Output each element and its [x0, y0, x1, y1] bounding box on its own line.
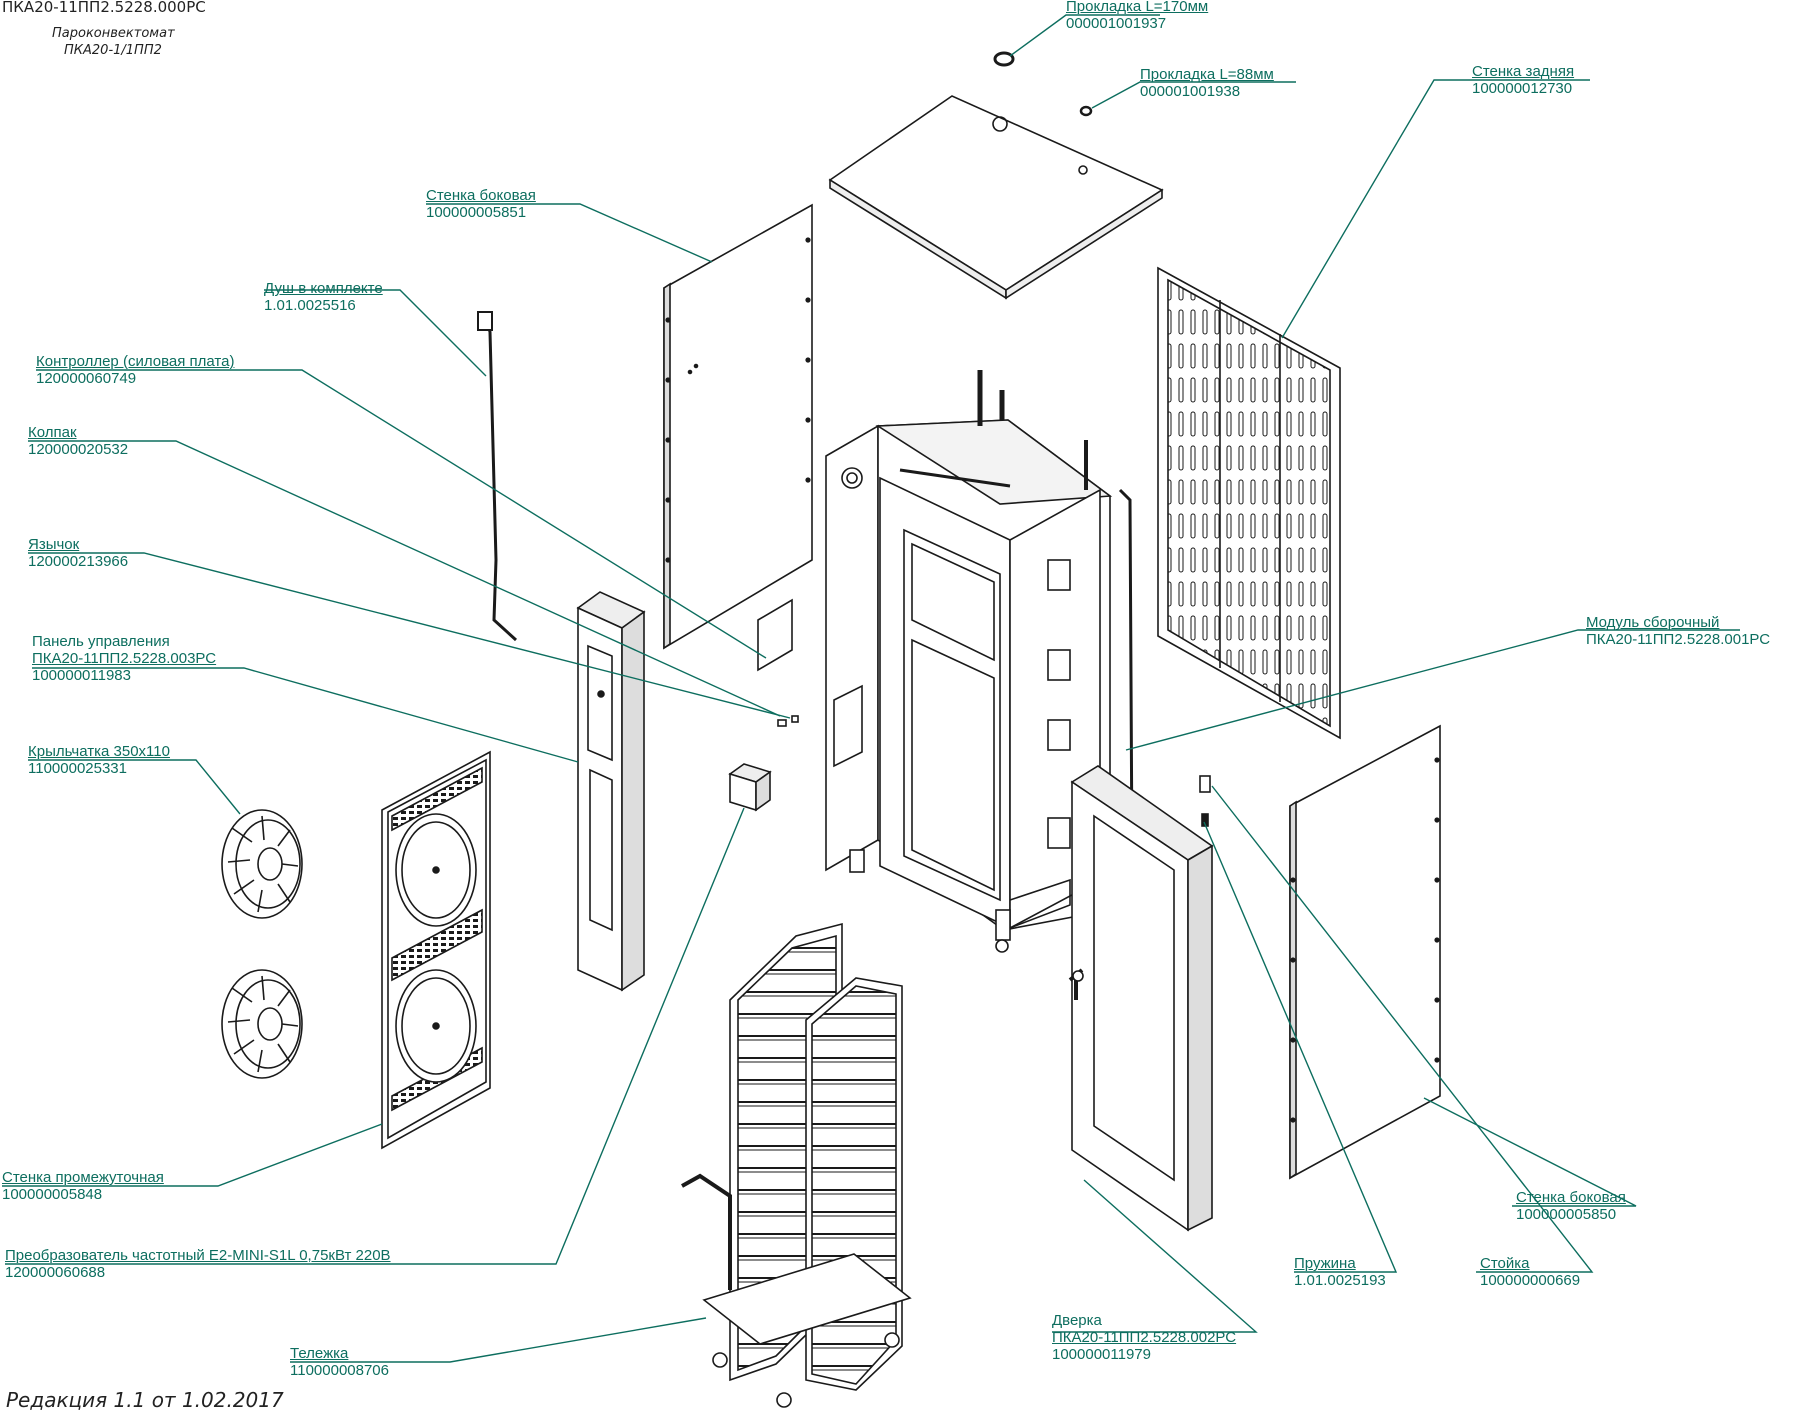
label-cap: Колпак 120000020532 — [28, 424, 128, 458]
side-wall-left-part — [663, 203, 813, 672]
label-tongue-name: Язычок — [28, 536, 80, 553]
label-control-panel-code: 100000011983 — [32, 667, 131, 684]
label-tongue: Язычок 120000213966 — [28, 536, 128, 570]
label-shower-code: 1.01.0025516 — [264, 297, 356, 314]
label-trolley: Тележка 110000008706 — [290, 1345, 389, 1379]
gasket-88-part — [1079, 105, 1093, 117]
label-side-wall-right: Стенка боковая 100000005850 — [1516, 1189, 1626, 1223]
label-intermediate-wall: Стенка промежуточная 100000005848 — [2, 1169, 164, 1203]
label-cap-code: 120000020532 — [28, 441, 129, 458]
revision-note: Редакция 1.1 от 1.02.2017 — [6, 1388, 284, 1412]
trolley-part — [681, 922, 912, 1408]
label-assembly-module-code: ПКА20-11ПП2.5228.001РС — [1586, 631, 1771, 648]
label-gasket-88-name: Прокладка L=88мм — [1140, 66, 1274, 83]
label-control-panel-name2: ПКА20-11ПП2.5228.003РС — [32, 650, 217, 667]
impeller-bottom-part — [221, 969, 303, 1079]
leader-trolley — [290, 1317, 707, 1363]
label-trolley-code: 110000008706 — [290, 1362, 389, 1379]
label-side-wall-right-name: Стенка боковая — [1516, 1189, 1626, 1206]
label-intermediate-wall-code: 100000005848 — [2, 1186, 103, 1203]
leader-assembly-module — [1125, 629, 1740, 751]
shower-part — [477, 311, 518, 642]
label-post: Стойка 100000000669 — [1480, 1255, 1580, 1289]
label-door-code: 100000011979 — [1052, 1346, 1151, 1363]
label-side-wall-left-name: Стенка боковая — [426, 187, 536, 204]
label-gasket-170-code: 000001001937 — [1066, 15, 1167, 32]
label-control-panel: Панель управления ПКА20-11ПП2.5228.003РС… — [32, 633, 216, 684]
label-gasket-170: Прокладка L=170мм 000001001937 — [1066, 0, 1208, 32]
label-tongue-code: 120000213966 — [28, 553, 129, 570]
leader-side-wall-right — [1423, 1097, 1637, 1207]
leader-side-wall-left — [426, 203, 713, 263]
label-controller: Контроллер (силовая плата) 120000060749 — [36, 353, 234, 387]
label-gasket-88: Прокладка L=88мм 000001001938 — [1140, 66, 1274, 100]
assembly-module-part — [825, 370, 1134, 953]
label-impeller-code: 110000025331 — [28, 760, 127, 777]
drawing-subtitle: Пароконвектомат — [52, 26, 175, 41]
label-post-code: 100000000669 — [1480, 1272, 1581, 1289]
post-part — [1199, 775, 1211, 793]
drawing-title: ПКА20-11ПП2.5228.000РС — [2, 0, 206, 16]
label-side-wall-left: Стенка боковая 100000005851 — [426, 187, 536, 221]
label-control-panel-name: Панель управления — [32, 633, 170, 650]
label-shower: Душ в комплекте 1.01.0025516 — [264, 280, 383, 314]
leader-door — [1052, 1179, 1258, 1333]
label-trolley-name: Тележка — [290, 1345, 349, 1362]
label-inverter-code: 120000060688 — [5, 1264, 106, 1281]
label-shower-name: Душ в комплекте — [264, 280, 383, 297]
label-rear-wall-name: Стенка задняя — [1472, 63, 1575, 80]
side-wall-right-part — [1289, 724, 1441, 1180]
label-spring-name: Пружина — [1294, 1255, 1356, 1272]
control-panel-part — [576, 591, 646, 992]
label-door-name: Дверка — [1052, 1312, 1102, 1329]
label-controller-code: 120000060749 — [36, 370, 137, 387]
leader-controller — [36, 369, 767, 659]
label-impeller: Крыльчатка 350х110 110000025331 — [28, 743, 170, 777]
drawing-model: ПКА20-1/1ПП2 — [64, 43, 162, 58]
gasket-170-part — [993, 51, 1015, 67]
leader-post — [1211, 785, 1594, 1273]
label-rear-wall-code: 100000012730 — [1472, 80, 1573, 97]
leader-impeller — [28, 759, 241, 815]
label-inverter: Преобразователь частотный E2-MINI-S1L 0,… — [5, 1247, 391, 1281]
impeller-top-part — [221, 809, 303, 919]
rear-wall-part — [1157, 266, 1341, 740]
leader-gasket170 — [1009, 14, 1160, 57]
leader-spring — [1203, 821, 1398, 1273]
leader-cap — [28, 440, 781, 717]
label-post-name: Стойка — [1480, 1255, 1530, 1272]
leader-rear-wall — [1281, 79, 1590, 339]
label-side-wall-right-code: 100000005850 — [1516, 1206, 1617, 1223]
leader-inverter — [5, 807, 745, 1265]
label-intermediate-wall-name: Стенка промежуточная — [2, 1169, 164, 1186]
label-rear-wall: Стенка задняя 100000012730 — [1472, 63, 1574, 97]
intermediate-wall-part — [381, 750, 491, 1150]
label-assembly-module: Модуль сборочный ПКА20-11ПП2.5228.001РС — [1586, 614, 1770, 648]
door-part — [1068, 765, 1214, 1232]
label-assembly-module-name: Модуль сборочный — [1586, 614, 1720, 631]
leader-gasket88 — [1091, 81, 1296, 109]
label-cap-name: Колпак — [28, 424, 77, 441]
label-gasket-88-code: 000001001938 — [1140, 83, 1241, 100]
leader-intermediate-wall — [2, 1123, 383, 1187]
label-inverter-name: Преобразователь частотный E2-MINI-S1L 0,… — [5, 1247, 391, 1264]
leader-lines — [2, 14, 1740, 1363]
label-spring-code: 1.01.0025193 — [1294, 1272, 1386, 1289]
inverter-part — [728, 763, 772, 812]
label-impeller-name: Крыльчатка 350х110 — [28, 743, 170, 760]
label-door-name2: ПКА20-11ПП2.5228.002РС — [1052, 1329, 1237, 1346]
leader-tongue — [28, 552, 791, 719]
label-gasket-170-name: Прокладка L=170мм — [1066, 0, 1209, 15]
leader-shower — [264, 289, 487, 377]
label-spring: Пружина 1.01.0025193 — [1294, 1255, 1386, 1289]
label-door: Дверка ПКА20-11ПП2.5228.002РС 1000000119… — [1052, 1312, 1236, 1363]
label-controller-name: Контроллер (силовая плата) — [36, 353, 235, 370]
top-cover — [828, 95, 1164, 300]
tongue-cap-parts — [777, 715, 799, 727]
leader-control-panel — [32, 667, 579, 763]
label-side-wall-left-code: 100000005851 — [426, 204, 527, 221]
